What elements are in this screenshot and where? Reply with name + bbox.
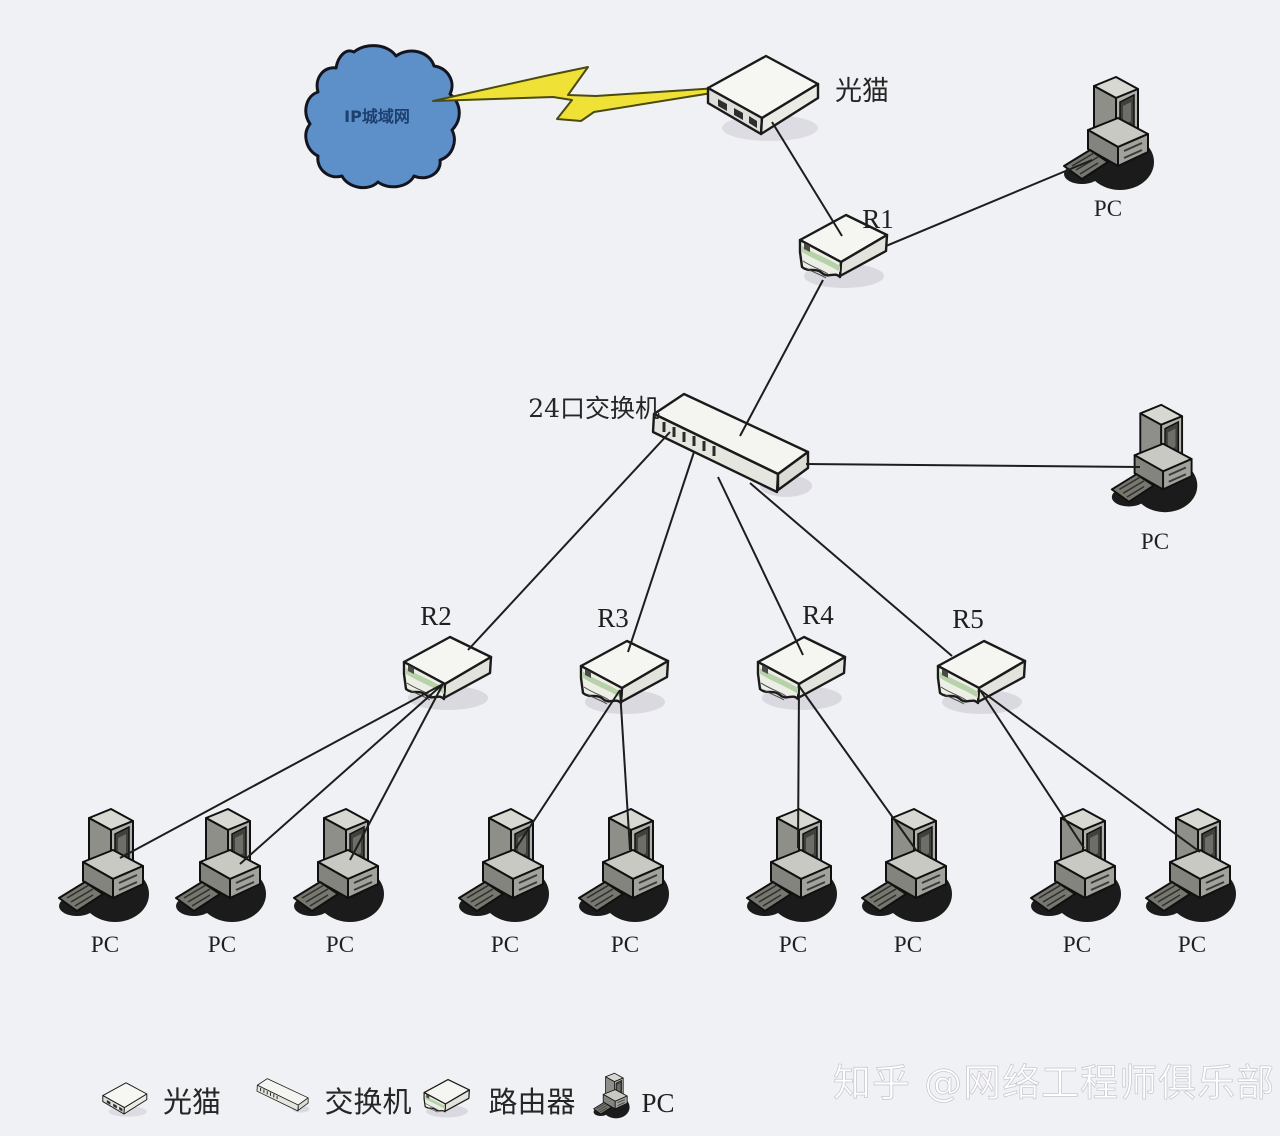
pc-bottom-9 <box>1145 808 1237 923</box>
pc-bottom-4 <box>458 808 550 923</box>
pc-bottom-1 <box>58 808 150 923</box>
router-r2-label: R2 <box>420 601 452 631</box>
link-switch-r5 <box>749 482 953 657</box>
pc-right-label: PC <box>1141 529 1169 554</box>
router-r5 <box>936 639 1027 716</box>
switch-label: 24口交换机 <box>528 394 660 423</box>
pc-bottom-4-label: PC <box>491 932 519 957</box>
link-r5-pc9 <box>979 689 1201 853</box>
pc-bottom-2-label: PC <box>208 932 236 957</box>
link-r3-pc5 <box>619 689 631 851</box>
device-labels: 光猫 24口交换机 R1 R2 R3 R4 R5 PC PC PC PC PC … <box>91 76 1206 957</box>
pc-bottom-5-label: PC <box>611 932 639 957</box>
pc-bottom-5 <box>578 808 670 923</box>
internet-cloud: IP城域网 <box>304 44 461 190</box>
optical-modem <box>706 54 820 143</box>
pc-bottom-8-label: PC <box>1063 932 1091 957</box>
legend-switch-label: 交换机 <box>324 1085 411 1119</box>
link-switch-pc-right <box>805 463 1141 468</box>
pc-bottom-7-label: PC <box>894 932 922 957</box>
link-r3-pc4 <box>515 689 621 849</box>
pc-bottom-2 <box>175 808 267 923</box>
link-r1-pc-top <box>885 159 1093 247</box>
legend-switch-icon <box>256 1078 310 1114</box>
legend: 光猫 交换机 路由器 PC <box>102 1072 675 1119</box>
pc-top-right-label: PC <box>1094 196 1122 221</box>
router-r3 <box>579 639 670 716</box>
modem-label: 光猫 <box>835 76 889 107</box>
link-r5-pc8 <box>979 689 1085 849</box>
pc-bottom-3-label: PC <box>326 932 354 957</box>
legend-pc-label: PC <box>641 1088 674 1118</box>
router-r3-label: R3 <box>597 603 629 633</box>
pc-bottom-7 <box>861 808 953 923</box>
router-r4-label: R4 <box>802 600 834 630</box>
pc-bottom-6 <box>746 808 838 923</box>
link-r4-pc6 <box>797 685 800 849</box>
pc-bottom-3 <box>293 808 385 923</box>
connection-lines <box>119 121 1201 865</box>
legend-pc-icon <box>593 1072 630 1119</box>
legend-modem-icon <box>102 1082 148 1118</box>
cloud-shape <box>304 44 461 190</box>
legend-modem-label: 光猫 <box>163 1085 221 1119</box>
router-r1-label: R1 <box>862 204 894 234</box>
legend-router-label: 路由器 <box>488 1085 575 1119</box>
link-r4-pc7 <box>798 685 917 851</box>
link-switch-r3 <box>627 451 695 653</box>
router-r5-label: R5 <box>952 604 984 634</box>
core-switch-24port <box>651 392 814 499</box>
link-switch-r2 <box>467 431 671 651</box>
link-r1-switch <box>739 279 824 437</box>
router-r4 <box>756 635 847 712</box>
pc-bottom-1-label: PC <box>91 932 119 957</box>
legend-router-icon <box>423 1078 470 1119</box>
pc-bottom-6-label: PC <box>779 932 807 957</box>
link-r2-pc2 <box>239 683 444 865</box>
link-r2-pc1 <box>119 683 444 859</box>
watermark-text: 知乎 @网络工程师俱乐部 <box>833 1061 1275 1105</box>
pc-bottom-9-label: PC <box>1178 932 1206 957</box>
link-r2-pc3 <box>349 683 444 861</box>
pc-right <box>1110 403 1199 514</box>
pc-bottom-8 <box>1030 808 1122 923</box>
cloud-label: IP城域网 <box>344 107 410 126</box>
link-modem-r1 <box>771 121 843 237</box>
link-switch-r4 <box>717 476 804 656</box>
lightning-bolt-icon <box>432 66 719 122</box>
pc-top-right <box>1063 76 1155 191</box>
